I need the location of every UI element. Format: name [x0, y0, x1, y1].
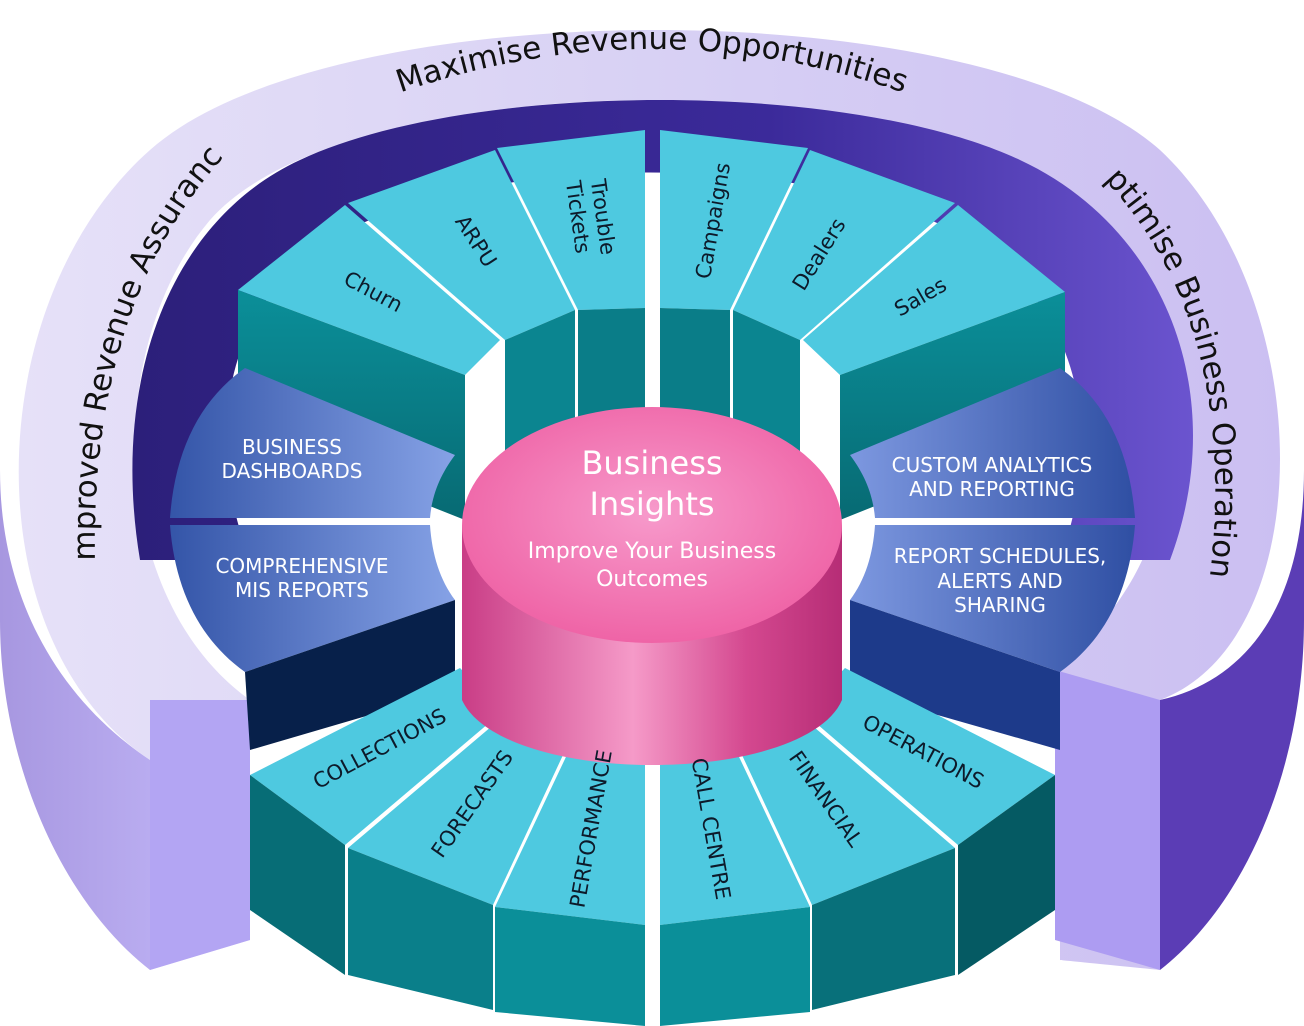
top-segment-campaigns[interactable] — [660, 130, 808, 440]
label-business-dashboards-2: DASHBOARDS — [222, 459, 363, 483]
bottom-segment-forecasts[interactable] — [348, 715, 570, 1010]
right-blocks — [850, 368, 1135, 750]
bottom-segment-financial[interactable] — [735, 715, 955, 1010]
outer-ring-left-side — [0, 470, 150, 970]
label-business-dashboards-1: BUSINESS — [242, 435, 342, 459]
bottom-segment-call-centre[interactable] — [660, 742, 810, 1026]
left-blocks — [170, 368, 455, 750]
bottom-segment-performance[interactable] — [495, 742, 645, 1026]
label-report-schedules-3: SHARING — [954, 593, 1046, 617]
bottom-segments — [250, 668, 1055, 1026]
center-title-line2: Insights — [589, 485, 714, 523]
outer-ring-left-cut — [150, 700, 250, 970]
bottom-segment-operations[interactable] — [803, 668, 1055, 975]
outer-ring-right-cut — [1055, 670, 1160, 970]
left-block-labels: BUSINESS DASHBOARDS COMPREHENSIVE MIS RE… — [215, 435, 388, 602]
label-report-schedules-2: ALERTS AND — [937, 569, 1062, 593]
center-subtitle-line2: Outcomes — [596, 567, 708, 592]
left-block-business-dashboards[interactable] — [170, 368, 455, 518]
right-block-custom-analytics[interactable] — [850, 368, 1135, 518]
center-title-line1: Business — [581, 444, 722, 482]
label-custom-analytics-2: AND REPORTING — [909, 477, 1075, 501]
right-block-labels: CUSTOM ANALYTICS AND REPORTING REPORT SC… — [892, 453, 1107, 617]
center-cylinder[interactable] — [462, 407, 842, 765]
top-segment-trouble-tickets[interactable] — [497, 130, 645, 440]
label-mis-reports-1: COMPREHENSIVE — [215, 554, 388, 578]
center-cylinder-top — [462, 407, 842, 643]
label-custom-analytics-1: CUSTOM ANALYTICS — [892, 453, 1093, 477]
right-block-report-schedules[interactable] — [850, 525, 1135, 750]
outer-ring-right-side — [1160, 470, 1304, 970]
label-mis-reports-2: MIS REPORTS — [235, 578, 369, 602]
bottom-segment-collections[interactable] — [250, 668, 502, 975]
center-labels: Business Insights Improve Your Business … — [528, 444, 776, 592]
center-subtitle-line1: Improve Your Business — [528, 539, 776, 564]
label-report-schedules-1: REPORT SCHEDULES, — [894, 544, 1107, 568]
left-block-mis-reports[interactable] — [170, 525, 455, 750]
